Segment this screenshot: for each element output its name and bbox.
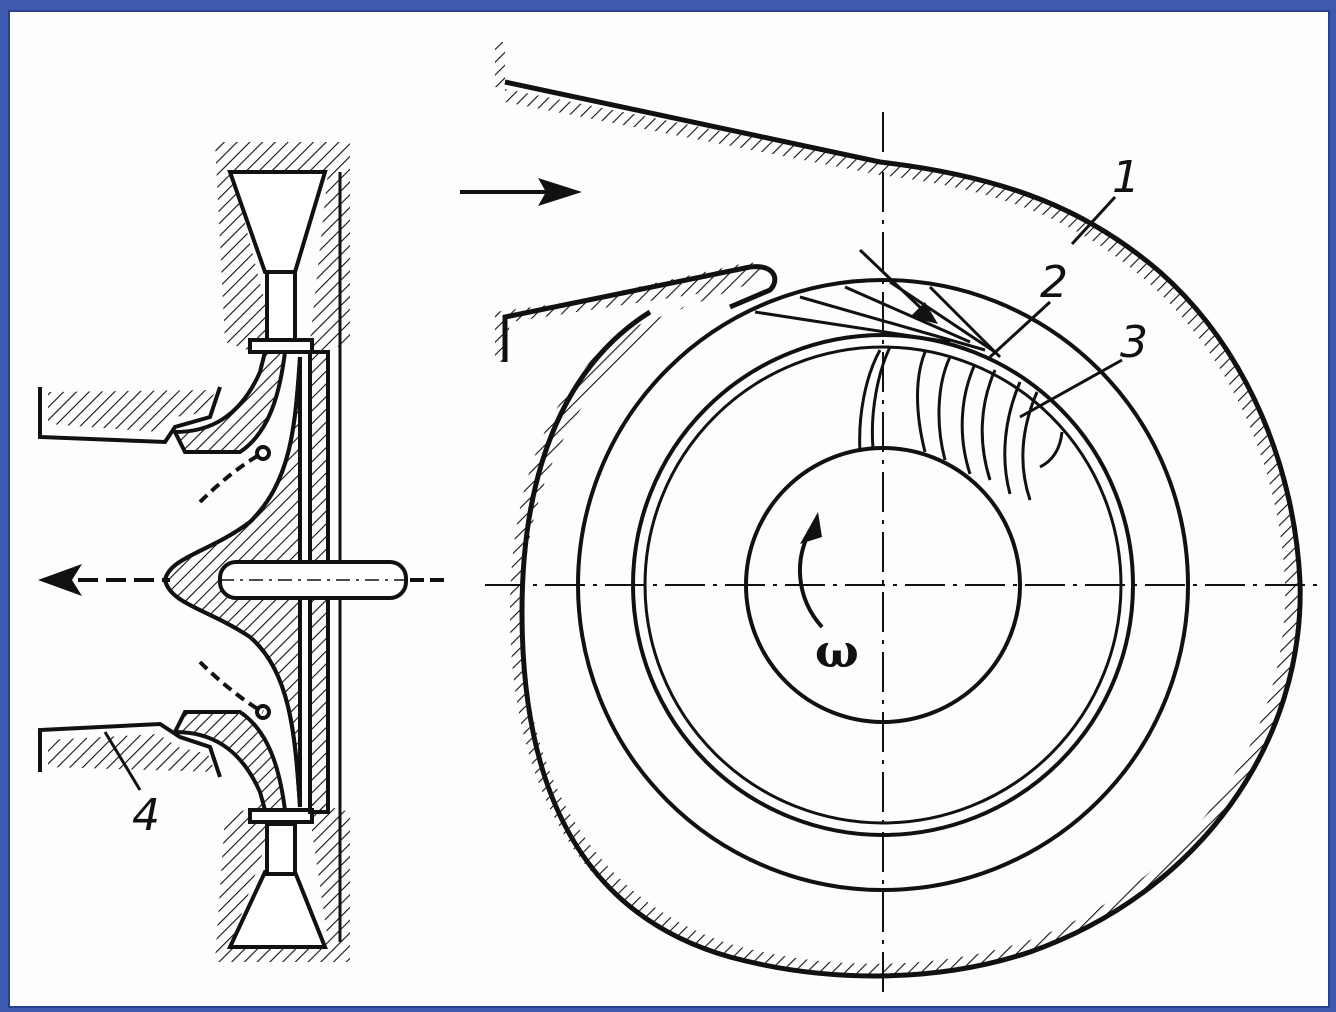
label-angular-velocity: ω — [815, 624, 859, 678]
inlet-lower-wall — [38, 721, 222, 778]
lower-housing-hatch — [215, 802, 350, 962]
tongue — [502, 264, 778, 362]
front-view — [485, 42, 1320, 997]
outflow-arrow — [38, 564, 82, 596]
impeller-blades — [858, 346, 1064, 501]
leader-1 — [1070, 195, 1117, 246]
upper-housing-hatch — [215, 142, 350, 357]
diffuser-vanes — [754, 280, 1002, 359]
leader-3 — [1019, 358, 1123, 419]
inflow-arrow — [460, 178, 582, 206]
volute-casing-line — [504, 79, 1303, 979]
upper-diffuser-neck — [265, 270, 297, 344]
label-casing: 1 — [1112, 152, 1140, 203]
label-diffuser: 2 — [1040, 257, 1068, 308]
leader-2 — [988, 300, 1052, 359]
centrifugal-compressor-diagram: 1 2 3 4 ω — [38, 42, 1320, 997]
label-inlet: 4 — [132, 790, 160, 841]
inlet-upper-blade — [171, 350, 288, 454]
lower-diffuser-neck — [265, 822, 297, 876]
rotation-arrow — [797, 530, 824, 629]
label-impeller-blades: 3 — [1120, 317, 1148, 368]
diagram-frame: 1 2 3 4 ω — [8, 10, 1330, 1008]
inlet-lower-blade — [171, 710, 288, 812]
inlet-upper-wall — [38, 386, 222, 445]
side-section-view — [38, 142, 450, 962]
